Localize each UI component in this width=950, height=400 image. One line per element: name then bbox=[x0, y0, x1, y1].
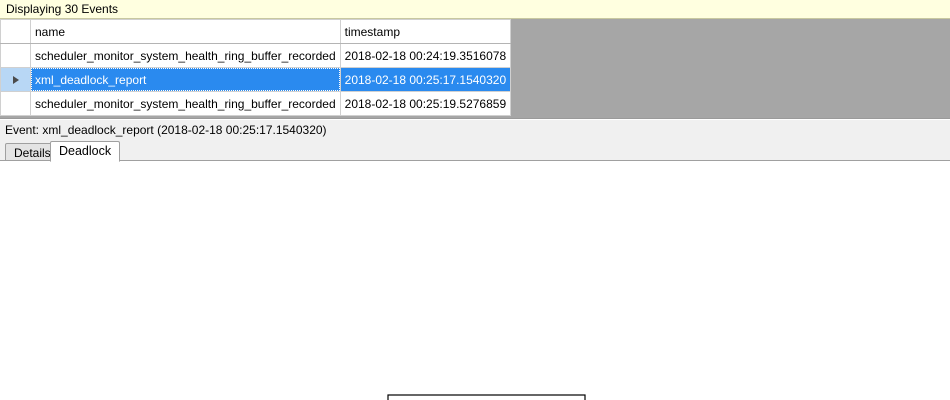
row-selector[interactable] bbox=[0, 43, 31, 68]
events-grid[interactable]: name timestamp scheduler_monitor_system_… bbox=[0, 19, 950, 119]
row-selector-current[interactable] bbox=[0, 67, 31, 92]
event-header: Event: xml_deadlock_report (2018-02-18 0… bbox=[0, 120, 950, 140]
cell-timestamp[interactable]: 2018-02-18 00:25:17.1540320 bbox=[339, 67, 512, 92]
event-header-label: Event: xml_deadlock_report (2018-02-18 0… bbox=[5, 123, 327, 137]
cell-name[interactable]: xml_deadlock_report bbox=[30, 67, 341, 92]
events-table: name timestamp scheduler_monitor_system_… bbox=[0, 19, 512, 116]
table-row[interactable]: scheduler_monitor_system_health_ring_buf… bbox=[0, 91, 512, 116]
column-header-timestamp[interactable]: timestamp bbox=[339, 19, 512, 44]
tabstrip: Details Deadlock bbox=[0, 140, 950, 162]
cell-name[interactable]: scheduler_monitor_system_health_ring_buf… bbox=[30, 43, 341, 68]
cell-timestamp[interactable]: 2018-02-18 00:25:19.5276859 bbox=[339, 91, 512, 116]
resource-node-top[interactable]: Key Lock HoBt ID: 72057594214154240 asso… bbox=[387, 394, 586, 400]
table-row-selected[interactable]: xml_deadlock_report 2018-02-18 00:25:17.… bbox=[0, 67, 512, 92]
cell-timestamp[interactable]: 2018-02-18 00:24:19.3516078 bbox=[339, 43, 512, 68]
current-row-arrow-icon bbox=[12, 76, 19, 85]
table-header-row: name timestamp bbox=[0, 19, 512, 44]
column-header-name[interactable]: name bbox=[30, 19, 341, 44]
table-row[interactable]: scheduler_monitor_system_health_ring_buf… bbox=[0, 43, 512, 68]
tab-deadlock[interactable]: Deadlock bbox=[50, 141, 121, 162]
events-banner: Displaying 30 Events bbox=[0, 0, 950, 19]
events-banner-label: Displaying 30 Events bbox=[6, 2, 119, 16]
deadlock-graph-canvas[interactable]: Server process Id: 86 Server batch Id: 0… bbox=[0, 160, 950, 400]
row-selector[interactable] bbox=[0, 91, 31, 116]
column-header-selector[interactable] bbox=[0, 19, 31, 44]
cell-name[interactable]: scheduler_monitor_system_health_ring_buf… bbox=[30, 91, 341, 116]
